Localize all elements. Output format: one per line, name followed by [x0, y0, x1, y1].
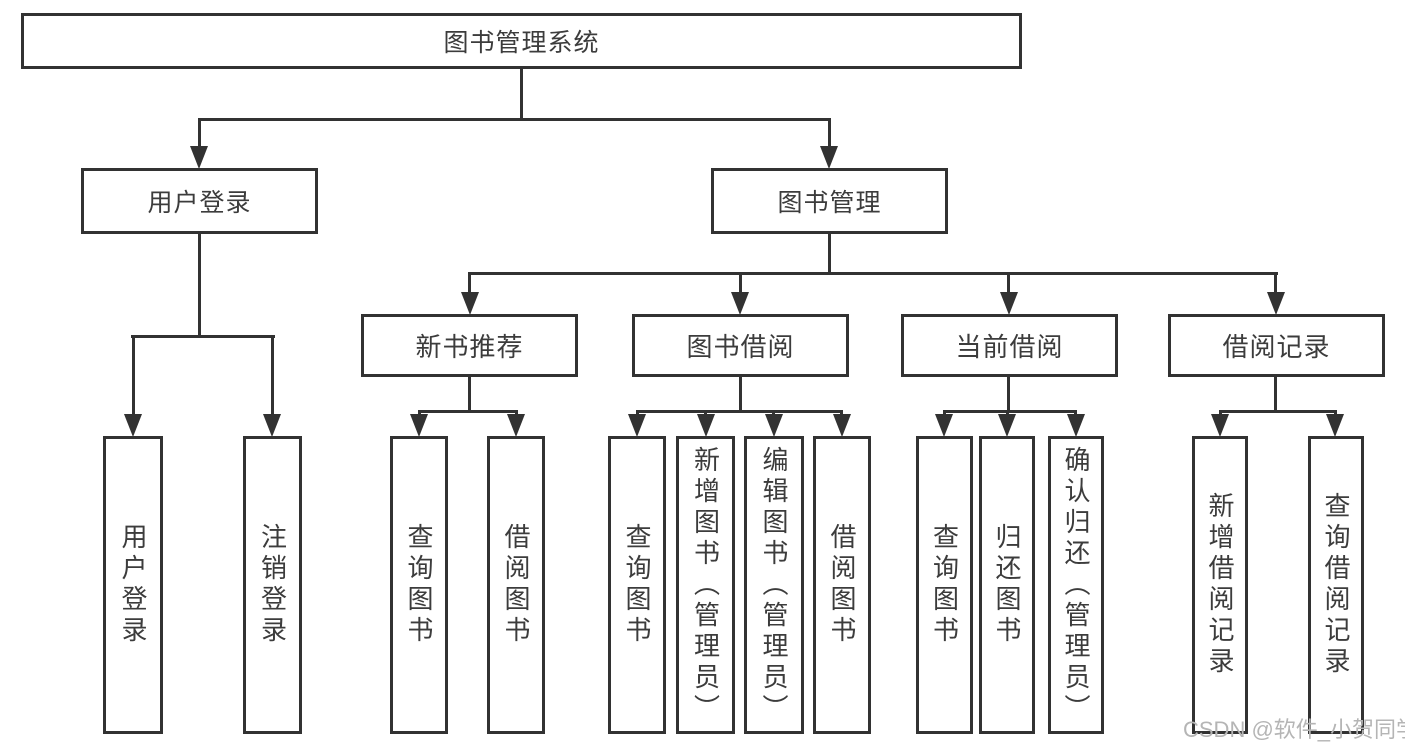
leaf-logout: 注销登录 [243, 436, 302, 734]
connector-stem-leaf-logout [271, 338, 274, 416]
arrow-secD-2 [1326, 414, 1344, 437]
node-label: 图书借阅 [686, 332, 795, 362]
leaf-label: 新增图书（管理员） [690, 445, 721, 725]
leaf-label: 确认归还（管理员） [1061, 445, 1091, 725]
arrow-secA-2 [507, 414, 525, 437]
arrow-secC-1 [935, 414, 953, 437]
node-label: 用户登录 [147, 189, 252, 217]
connector-user-login-vertical [198, 234, 201, 338]
connector-user-login-horizontal [131, 335, 275, 338]
leaf-label: 注销登录 [257, 523, 288, 647]
node-label: 借阅记录 [1222, 332, 1331, 362]
connector-book-mgmt-horizontal [468, 272, 1278, 275]
connector-secC-horizontal [943, 410, 1077, 413]
arrow-to-book-management [820, 146, 838, 169]
watermark: CSDN @软件_小贺同学 [1183, 717, 1405, 742]
node-user-login: 用户登录 [81, 168, 318, 234]
leaf-label: 借阅图书 [827, 523, 857, 647]
leaf-query-books-recommend: 查询图书 [390, 436, 448, 734]
leaf-label: 编辑图书（管理员） [759, 445, 789, 725]
leaf-query-borrow-record: 查询借阅记录 [1308, 436, 1364, 734]
connector-stem-book-management [828, 121, 831, 148]
leaf-add-books-admin: 新增图书（管理员） [676, 436, 735, 734]
arrow-secB-1 [628, 414, 646, 437]
connector-stem-current-borrow [1007, 275, 1010, 295]
leaf-label: 查询图书 [404, 523, 434, 647]
leaf-query-books-borrow: 查询图书 [608, 436, 666, 734]
connector-stem-user-login [198, 121, 201, 148]
leaf-label: 新增借阅记录 [1205, 492, 1235, 678]
connector-secB-horizontal [636, 410, 843, 413]
node-label: 新书推荐 [415, 332, 524, 362]
leaf-label: 归还图书 [992, 523, 1022, 647]
leaf-borrow-books: 借阅图书 [813, 436, 871, 734]
node-label: 当前借阅 [955, 332, 1064, 362]
leaf-confirm-return-admin: 确认归还（管理员） [1048, 436, 1104, 734]
connector-book-mgmt-vertical [828, 234, 831, 275]
leaf-label: 查询图书 [929, 523, 960, 647]
leaf-label: 查询借阅记录 [1321, 492, 1351, 678]
arrow-secC-3 [1067, 414, 1085, 437]
connector-stem-borrow-records [1274, 275, 1277, 295]
connector-secD-vertical [1274, 377, 1277, 413]
arrow-secB-4 [833, 414, 851, 437]
connector-root-horizontal [198, 118, 831, 121]
leaf-query-books-current: 查询图书 [916, 436, 973, 734]
leaf-label: 借阅图书 [501, 523, 531, 647]
arrow-to-new-book [461, 292, 479, 315]
connector-root-vertical [520, 69, 523, 121]
arrow-secA-1 [410, 414, 428, 437]
leaf-label: 用户登录 [118, 523, 148, 647]
connector-secB-vertical [739, 377, 742, 413]
arrow-to-current-borrow [1000, 292, 1018, 315]
leaf-add-borrow-record: 新增借阅记录 [1192, 436, 1248, 734]
node-current-borrowing: 当前借阅 [901, 314, 1118, 377]
connector-secC-vertical [1007, 377, 1010, 413]
node-new-book-recommendation: 新书推荐 [361, 314, 578, 377]
connector-stem-book-borrow [739, 275, 742, 295]
arrow-to-leaf-logout [263, 414, 281, 437]
arrow-to-borrow-records [1267, 292, 1285, 315]
arrow-secB-3 [765, 414, 783, 437]
leaf-user-login: 用户登录 [103, 436, 163, 734]
node-book-management: 图书管理 [711, 168, 948, 234]
arrow-secD-1 [1211, 414, 1229, 437]
arrow-secB-2 [697, 414, 715, 437]
connector-secA-vertical [468, 377, 471, 413]
connector-secD-horizontal [1219, 410, 1337, 413]
node-label: 图书管理系统 [443, 29, 600, 57]
connector-stem-leaf-login [132, 338, 135, 416]
arrow-secC-2 [998, 414, 1016, 437]
node-borrowing-records: 借阅记录 [1168, 314, 1385, 377]
connector-stem-new-book [468, 275, 471, 295]
leaf-borrow-books-recommend: 借阅图书 [487, 436, 545, 734]
leaf-return-books: 归还图书 [979, 436, 1035, 734]
leaf-label: 查询图书 [622, 523, 652, 647]
leaf-edit-books-admin: 编辑图书（管理员） [744, 436, 804, 734]
arrow-to-user-login [190, 146, 208, 169]
connector-secA-horizontal [418, 410, 518, 413]
node-label: 图书管理 [777, 189, 882, 217]
node-book-borrowing: 图书借阅 [632, 314, 849, 377]
arrow-to-book-borrow [731, 292, 749, 315]
node-library-management-system: 图书管理系统 [21, 13, 1022, 69]
arrow-to-leaf-login [124, 414, 142, 437]
